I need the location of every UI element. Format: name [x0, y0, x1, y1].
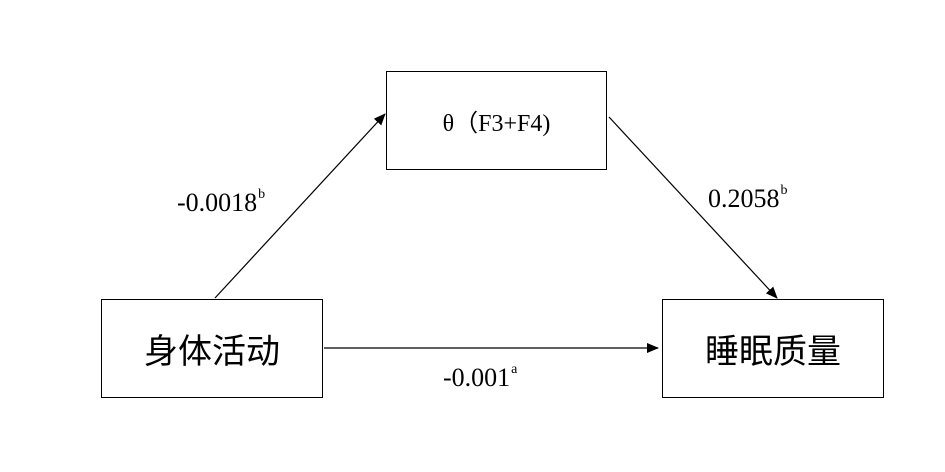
- path-b-value: 0.2058: [708, 184, 780, 213]
- mediator-label: θ（F3+F4): [442, 111, 551, 137]
- path-a-significance: b: [258, 187, 266, 203]
- mediator-box: θ（F3+F4): [386, 71, 607, 170]
- path-c-significance: a: [511, 362, 518, 378]
- independent-variable-label: 身体活动: [144, 332, 280, 372]
- path-c-value: -0.001: [443, 363, 511, 392]
- arrow-x-to-mediator: [214, 113, 386, 299]
- independent-variable-box: 身体活动: [101, 299, 323, 398]
- path-b-significance: b: [780, 183, 788, 199]
- arrow-mediator-to-y: [608, 116, 778, 299]
- path-a-value: -0.0018: [177, 188, 258, 217]
- path-b-coefficient: 0.2058b: [708, 183, 788, 213]
- path-c-coefficient: -0.001a: [443, 362, 518, 392]
- dependent-variable-box: 睡眠质量: [662, 299, 884, 398]
- dependent-variable-label: 睡眠质量: [705, 332, 841, 372]
- path-a-coefficient: -0.0018b: [177, 187, 266, 217]
